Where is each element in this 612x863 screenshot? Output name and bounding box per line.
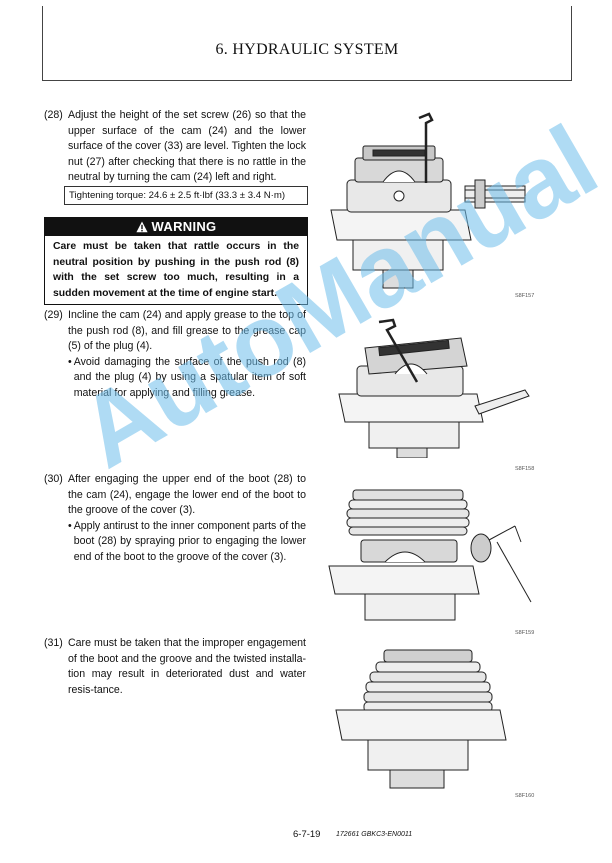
step-text: After engaging the upper end of the boot… — [68, 473, 306, 517]
page-number: 6-7-19 — [293, 829, 321, 840]
warning-header: WARNING — [45, 218, 307, 236]
step-30: (30) After engaging the upper end of the… — [44, 472, 306, 566]
step-number: (28) — [44, 109, 63, 121]
step-28: (28) Adjust the height of the set screw … — [44, 108, 306, 186]
step-bullet: • Apply antirust to the inner component … — [68, 519, 306, 566]
step-text: Adjust the height of the set screw (26) … — [68, 109, 306, 184]
figure-caption: S8F158 — [515, 466, 535, 472]
step-number: (29) — [44, 309, 63, 321]
page-title: 6. HYDRAULIC SYSTEM — [215, 41, 399, 58]
step-text: Incline the cam (24) and apply grease to… — [68, 309, 306, 353]
warning-text: Care must be taken that rattle occurs in… — [53, 241, 299, 299]
step-number: (30) — [44, 473, 63, 485]
step-number: (31) — [44, 637, 63, 649]
bullet-dot: • — [68, 519, 72, 532]
header-box: 6. HYDRAULIC SYSTEM — [42, 6, 572, 81]
bullet-text: Avoid damaging the surface of the push r… — [73, 355, 306, 399]
step-text: Care must be taken that the improper eng… — [68, 637, 306, 696]
step-29: (29) Incline the cam (24) and apply grea… — [44, 308, 306, 402]
warning-icon — [135, 220, 148, 238]
figure-caption: S8F159 — [515, 630, 535, 636]
figure-boot-installed — [335, 649, 507, 789]
step-bullet: • Avoid damaging the surface of the push… — [68, 355, 306, 402]
figure-caption: S8F157 — [515, 293, 535, 299]
tightening-torque: Tightening torque: 24.6 ± 2.5 ft·lbf (33… — [64, 186, 308, 205]
step-31: (31) Care must be taken that the imprope… — [44, 636, 306, 698]
figure-grease-push-rod — [338, 318, 530, 458]
figure-boot-engage — [328, 489, 532, 621]
bullet-text: Apply antirust to the inner component pa… — [73, 519, 306, 563]
document-code: 172661 GBKC3-EN0011 — [336, 831, 413, 838]
warning-title: WARNING — [151, 219, 217, 234]
figure-set-screw-adjust — [330, 112, 526, 289]
figure-caption: S8F160 — [515, 793, 535, 799]
bullet-dot: • — [68, 355, 72, 368]
warning-box: WARNING Care must be taken that rattle o… — [44, 217, 308, 305]
